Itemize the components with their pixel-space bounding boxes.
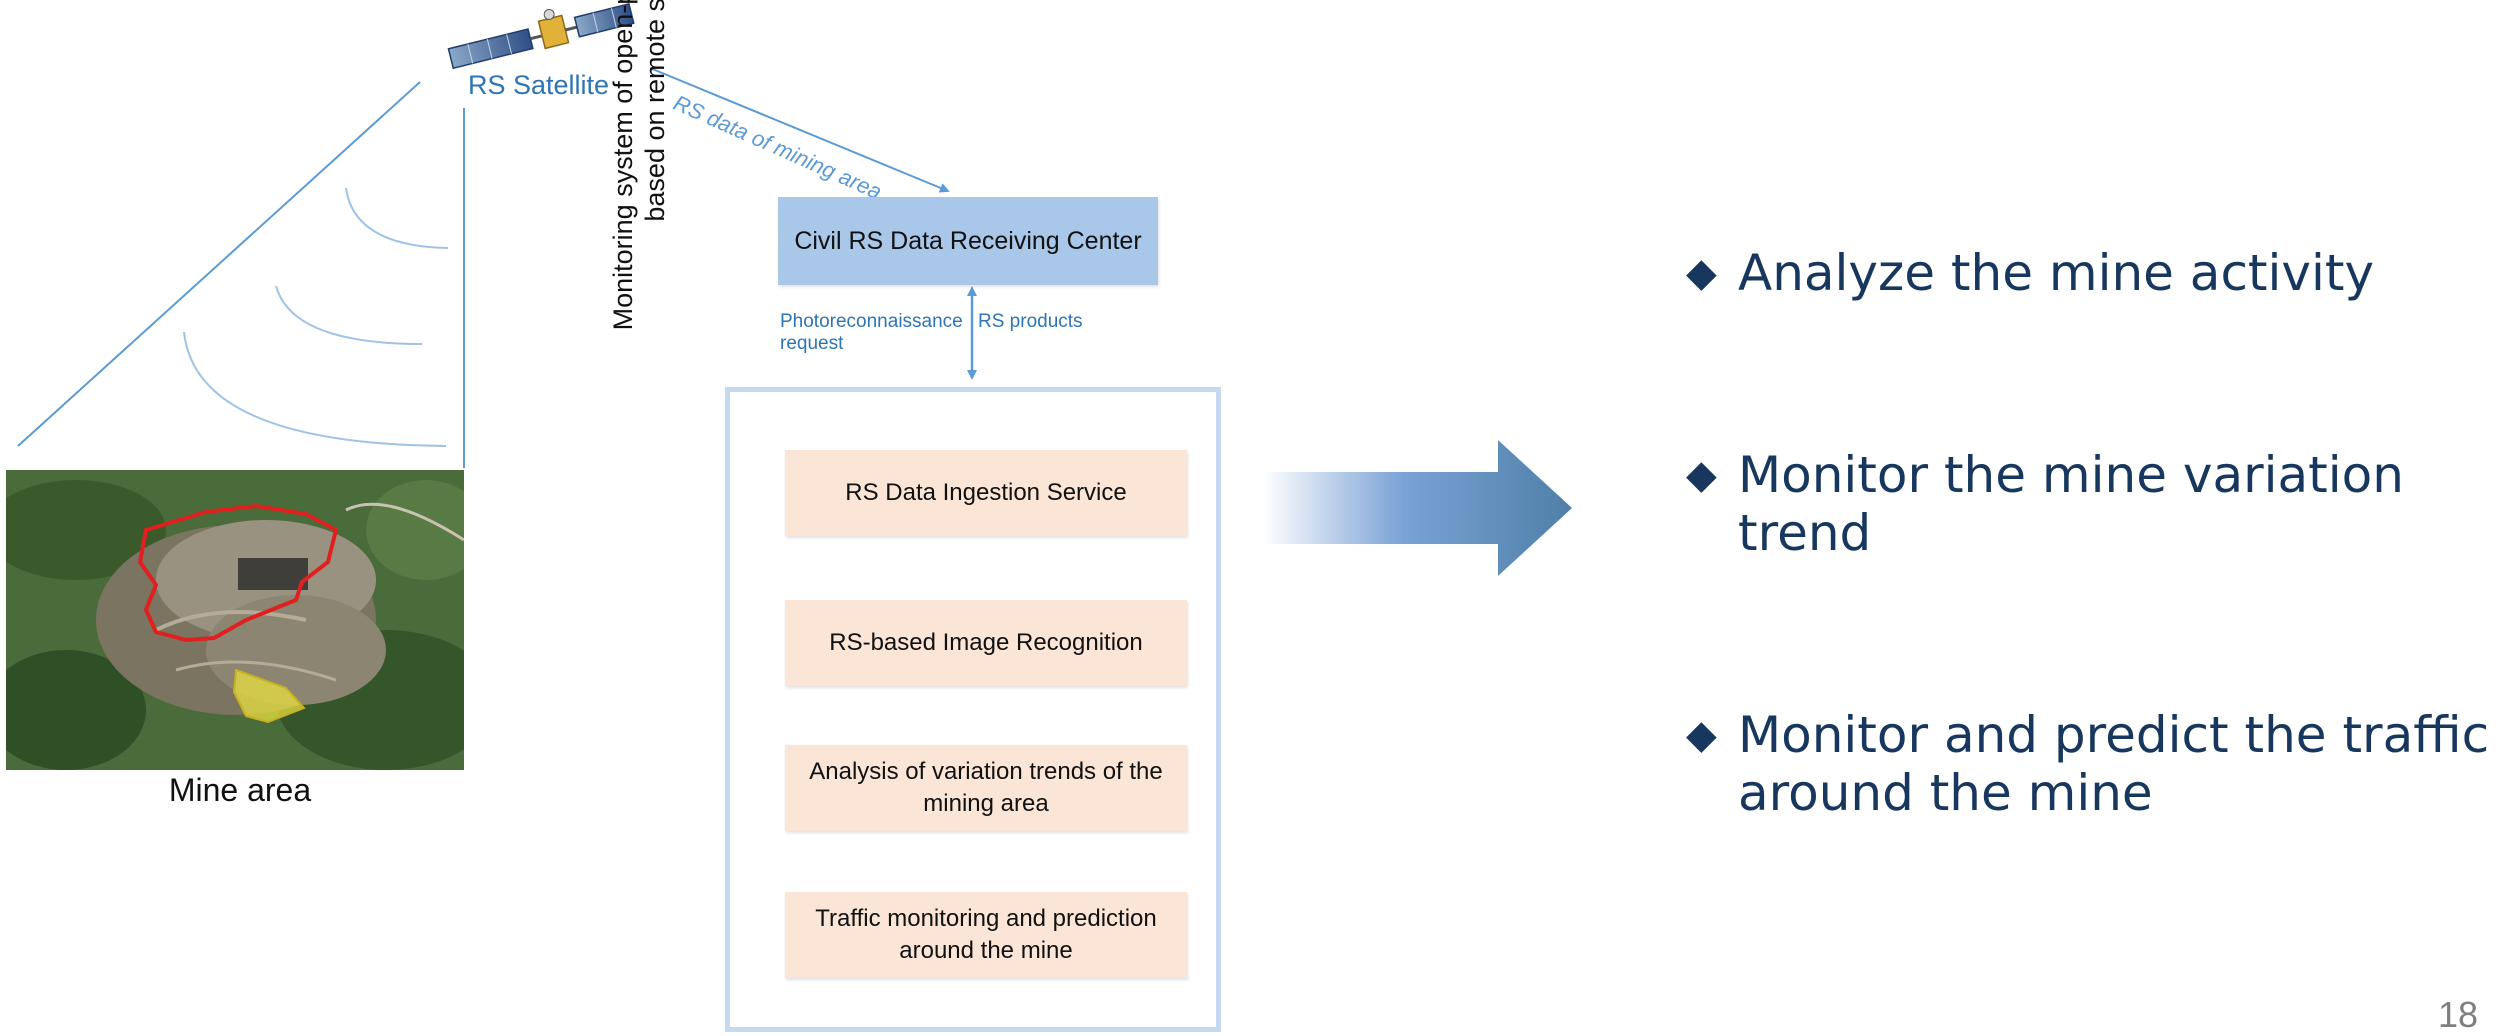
tailings-area [232, 668, 306, 724]
request-label: Photoreconnaissance request [780, 311, 963, 354]
outcome-text: Monitor the mine variation trend [1738, 446, 2404, 562]
outcome-item: ◆ Analyze the mine activity [1686, 244, 2504, 302]
signal-wave-large [183, 331, 447, 447]
diamond-bullet-icon: ◆ [1686, 712, 1717, 758]
monitoring-system-frame [725, 387, 1221, 1032]
products-label: RS products [978, 311, 1083, 332]
system-title-line-1: Monitoring system of open-pit mining sta… [608, 0, 638, 331]
module-label: RS-based Image Recognition [829, 629, 1143, 656]
outcome-item: ◆ Monitor and predict the traffic around… [1686, 706, 2504, 822]
module-label: Analysis of variation trends of the mini… [809, 758, 1163, 817]
diamond-bullet-icon: ◆ [1686, 452, 1717, 498]
module-traffic-monitoring: Traffic monitoring and prediction around… [785, 892, 1187, 978]
outcomes-list: ◆ Analyze the mine activity ◆ Monitor th… [1686, 244, 2504, 822]
system-title-line-2: based on remote sensing [640, 0, 670, 222]
outcome-item: ◆ Monitor the mine variation trend [1686, 446, 2504, 562]
mine-outline [137, 503, 339, 643]
module-label: RS Data Ingestion Service [845, 479, 1127, 506]
transition-arrow [1262, 440, 1572, 576]
signal-wave-small [345, 187, 449, 249]
system-title: Monitoring system of open-pit mining sta… [600, 0, 678, 450]
outcome-text: Monitor and predict the traffic around t… [1738, 706, 2490, 822]
receiving-center-box: Civil RS Data Receiving Center [778, 197, 1158, 285]
module-label: Traffic monitoring and prediction around… [815, 905, 1157, 964]
mine-area-label: Mine area [168, 772, 312, 808]
fov-left-line [17, 81, 421, 447]
module-data-ingestion: RS Data Ingestion Service [785, 450, 1187, 536]
outcome-text: Analyze the mine activity [1738, 244, 2375, 302]
receiving-center-label: Civil RS Data Receiving Center [794, 226, 1142, 255]
satellite-icon [447, 2, 635, 70]
module-image-recognition: RS-based Image Recognition [785, 600, 1187, 686]
signal-wave-medium [275, 285, 423, 345]
satellite-label: RS Satellite [468, 70, 610, 100]
diamond-bullet-icon: ◆ [1686, 250, 1717, 296]
downlink-arrow [649, 67, 950, 193]
module-variation-analysis: Analysis of variation trends of the mini… [785, 745, 1187, 831]
page-number: 18 [2437, 994, 2478, 1035]
satellite-image-of-mine [6, 470, 464, 770]
